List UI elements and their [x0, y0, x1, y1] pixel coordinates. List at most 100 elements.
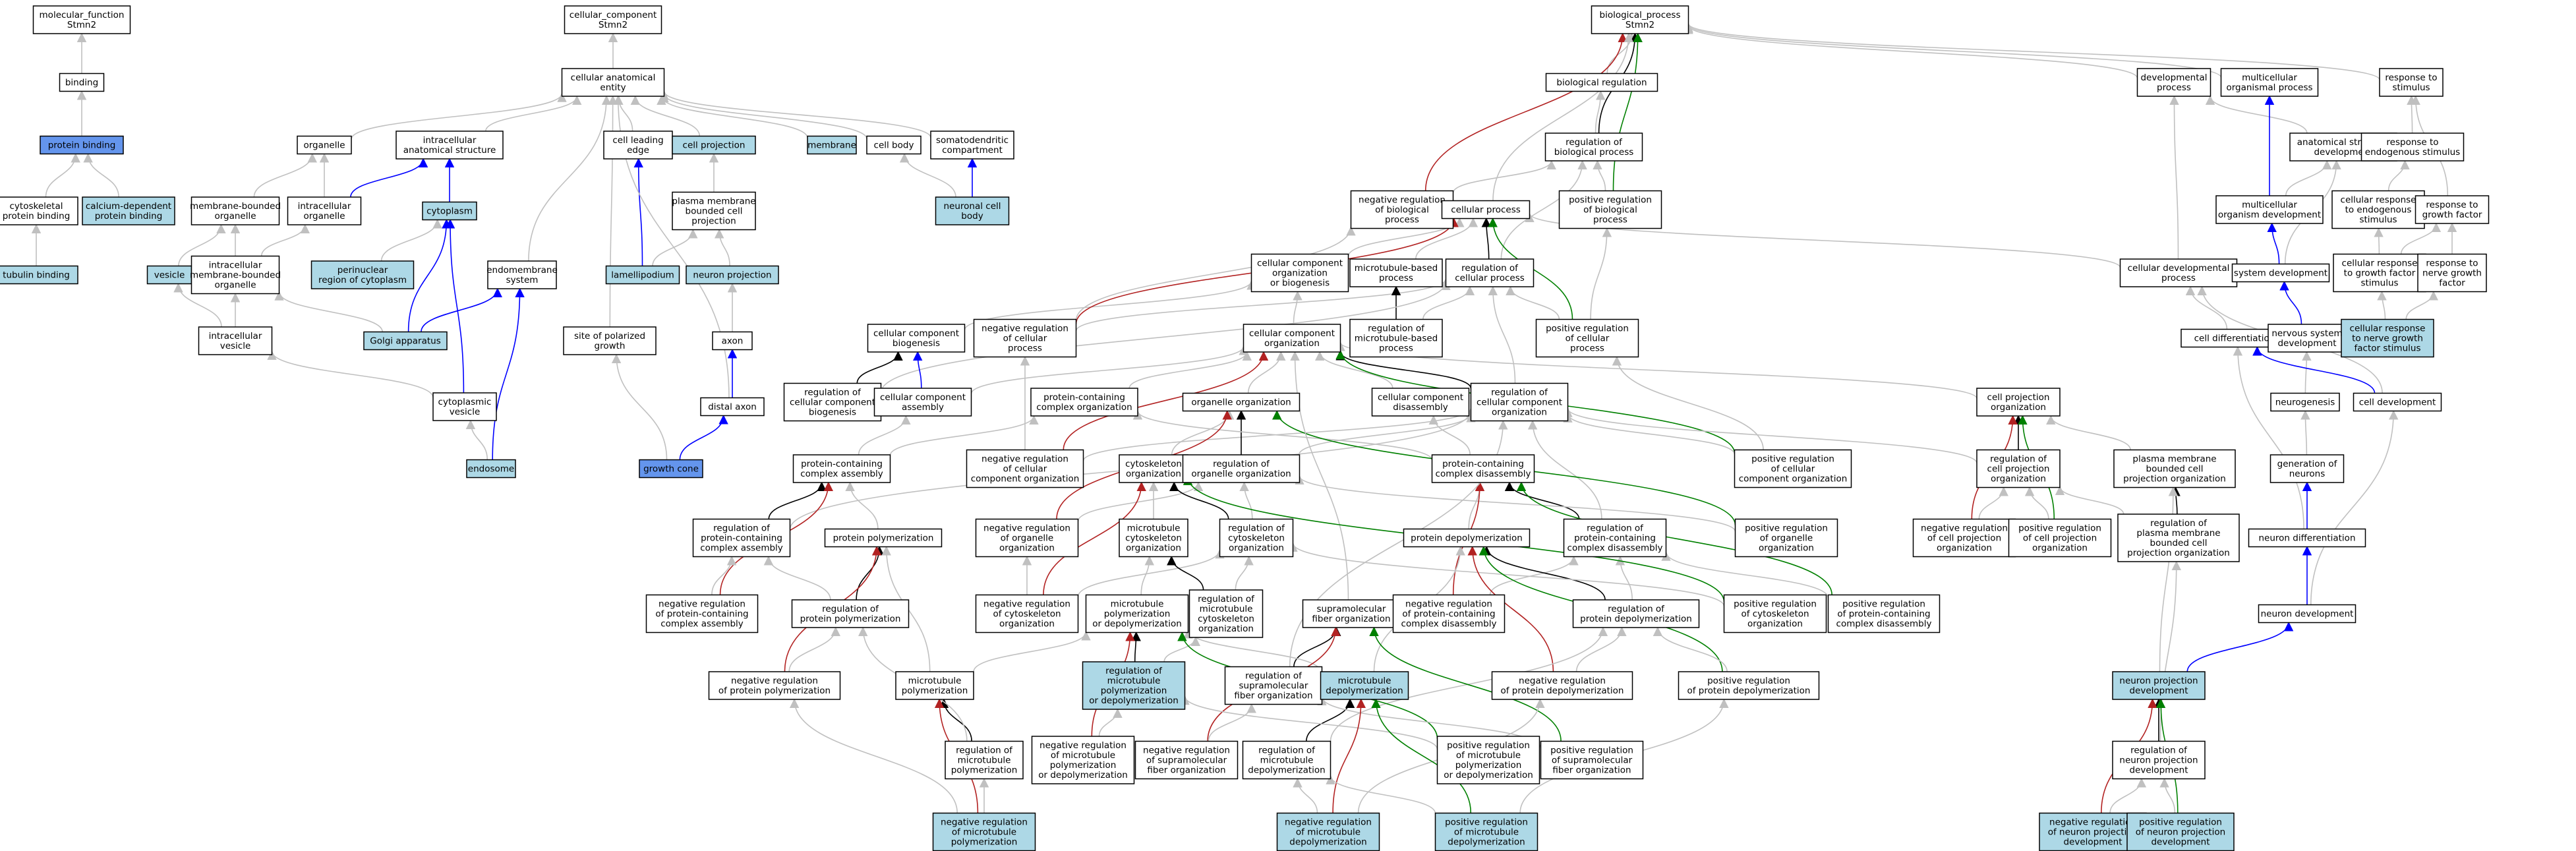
go-term-node-protbind[interactable]: protein binding: [40, 135, 124, 155]
go-term-node-growthcone[interactable]: growth cone: [639, 459, 703, 479]
go-term-node-neurogen[interactable]: neurogenesis: [2270, 392, 2340, 412]
go-term-node-sysdev[interactable]: system development: [2231, 263, 2330, 283]
go-term-node-cytoplasm[interactable]: cytoplasm: [422, 201, 477, 221]
go-term-node-axon[interactable]: axon: [712, 331, 753, 351]
go-term-node-lamelli[interactable]: lamellipodium: [605, 265, 680, 285]
go-term-node-regmtpd[interactable]: regulation ofmicrotubulepolymerizationor…: [1082, 661, 1186, 710]
go-term-node-binding[interactable]: binding: [59, 73, 105, 92]
go-term-node-vesicle[interactable]: vesicle: [146, 265, 192, 285]
go-term-node-regmtcyto[interactable]: regulation ofmicrotubulecytoskeletonorga…: [1188, 589, 1264, 638]
go-term-node-tubulin[interactable]: tubulin binding: [0, 265, 78, 285]
go-term-node-neudev[interactable]: neuron development: [2258, 604, 2356, 624]
go-term-node-endosome[interactable]: endosome: [466, 459, 516, 479]
go-term-node-golgi[interactable]: Golgi apparatus: [363, 331, 448, 351]
go-term-node-cellproc[interactable]: cellular process: [1441, 200, 1531, 220]
go-term-node-neuproj[interactable]: neuron projection: [686, 265, 779, 285]
go-term-node-cellproj[interactable]: cell projection: [672, 135, 756, 155]
go-term-node-organelle[interactable]: organelle: [297, 135, 352, 155]
go-term-node-protdepoly[interactable]: protein depolymerization: [1403, 528, 1531, 548]
go-term-node-membrane[interactable]: membrane: [807, 135, 857, 155]
go-term-node-neudiff[interactable]: neuron differentiation: [2248, 528, 2366, 548]
go-term-node-orgorg[interactable]: organelle organization: [1182, 392, 1301, 412]
go-term-node-protpoly[interactable]: protein polymerization: [824, 528, 943, 548]
